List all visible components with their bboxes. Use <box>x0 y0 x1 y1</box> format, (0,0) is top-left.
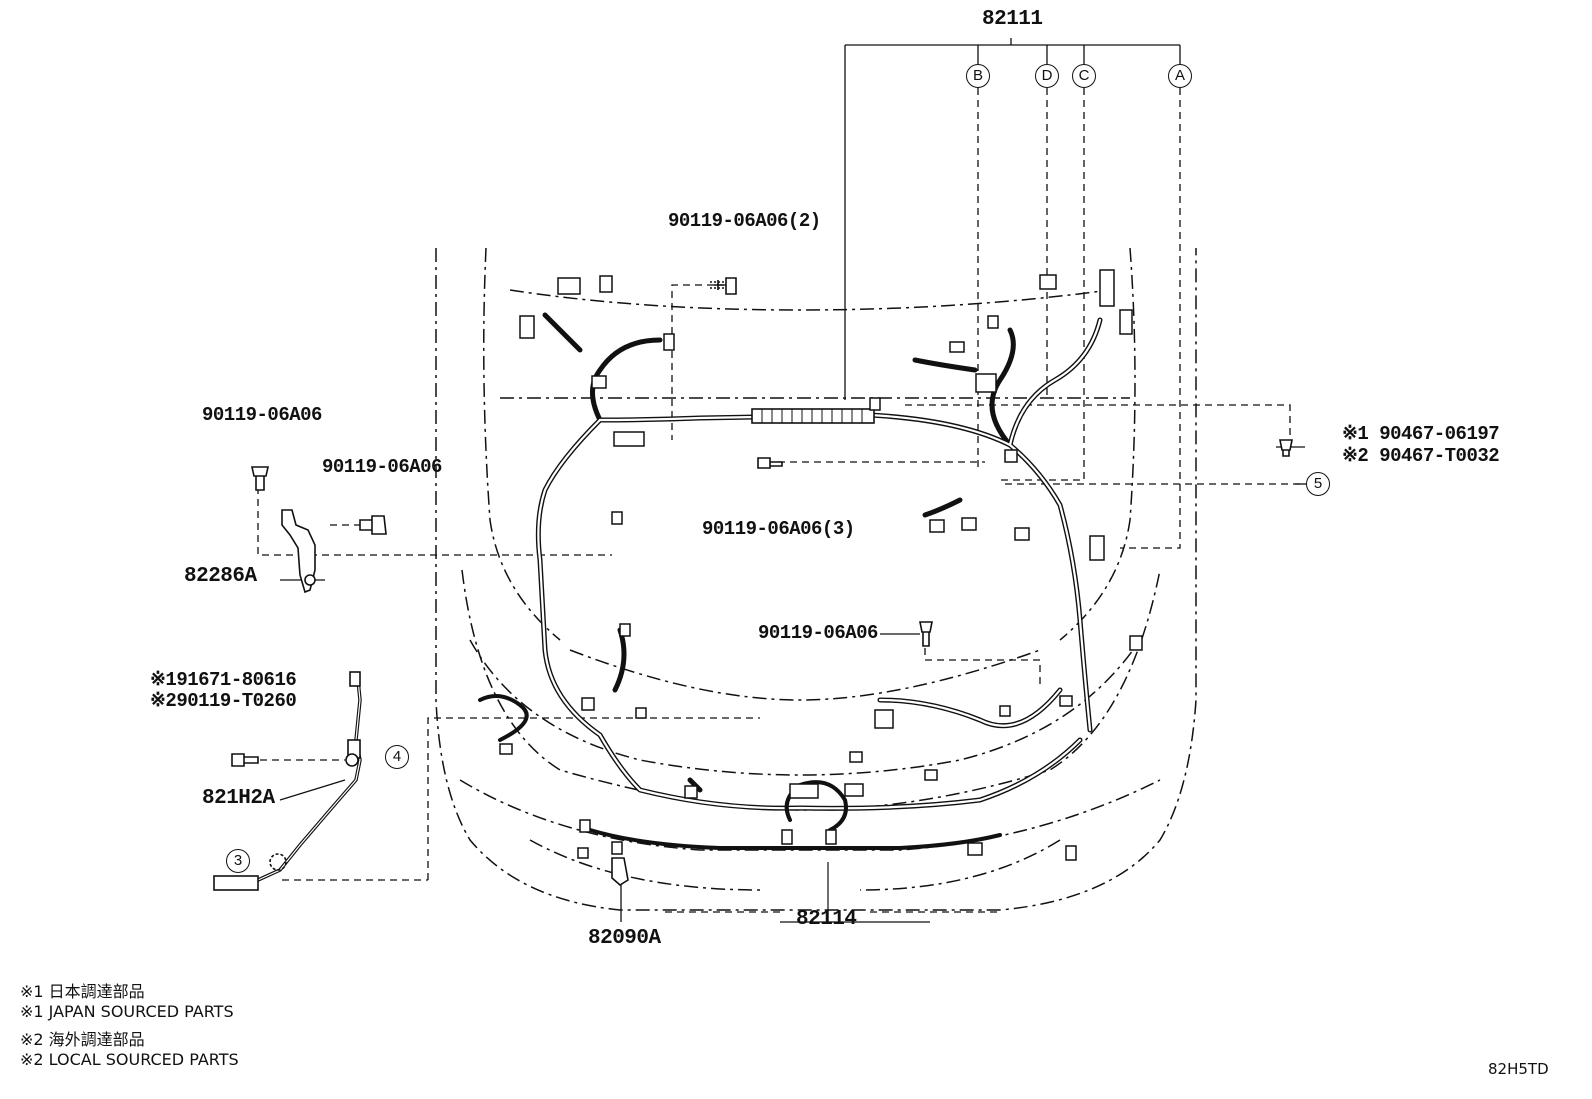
harness-clip-icon <box>611 857 629 886</box>
note-japan-jp: ※1 日本調達部品 <box>20 982 145 1001</box>
harness-inner <box>537 318 1102 810</box>
callout-3: 3 <box>226 849 250 873</box>
clip-icon <box>1279 439 1293 457</box>
part-label-bolt-2: 90119-06A06(2) <box>668 210 821 232</box>
part-label-82286A: 82286A <box>184 565 257 588</box>
part-label-bolt-left: 90119-06A06 <box>202 404 322 426</box>
callout-5: 5 <box>1306 472 1330 496</box>
part-label-bolt-left2: 90119-06A06 <box>322 456 442 478</box>
sensor-wire-icon <box>213 671 362 891</box>
ground-wire-icon <box>281 509 316 594</box>
note-local-jp: ※2 海外調達部品 <box>20 1030 145 1049</box>
figure-code: 82H5TD <box>1488 1060 1549 1078</box>
part-label-82114: 82114 <box>796 908 857 931</box>
connector-icon <box>499 269 1143 861</box>
note-japan-en: ※1 JAPAN SOURCED PARTS <box>20 1002 234 1021</box>
leader-lines <box>279 38 1310 923</box>
part-label-821H2A: 821H2A <box>202 787 275 810</box>
part-label-bolt-alt-1: ※191671-80616 <box>150 669 297 691</box>
part-label-bolt-lower: 90119-06A06 <box>758 622 878 644</box>
part-label-bolt-alt-2: ※290119-T0260 <box>150 690 297 712</box>
part-label-bolt-3: 90119-06A06(3) <box>702 518 855 540</box>
bolt-icon <box>231 277 933 767</box>
part-label-clip-1: ※1 90467-06197 <box>1342 423 1500 445</box>
connector-ref-a: A <box>1168 64 1192 88</box>
part-label-82090A: 82090A <box>588 927 661 950</box>
connector-ref-c: C <box>1072 64 1096 88</box>
part-label-clip-2: ※2 90467-T0032 <box>1342 445 1500 467</box>
callout-4: 4 <box>385 745 409 769</box>
connector-ref-b: B <box>966 64 990 88</box>
main-harness <box>535 312 1103 811</box>
harness-protector <box>751 408 875 424</box>
connector-ref-d: D <box>1035 64 1059 88</box>
note-local-en: ※2 LOCAL SOURCED PARTS <box>20 1050 239 1069</box>
bumper-harness <box>478 694 1002 850</box>
dashed-lines <box>257 88 1305 913</box>
part-label-82111: 82111 <box>982 8 1043 31</box>
